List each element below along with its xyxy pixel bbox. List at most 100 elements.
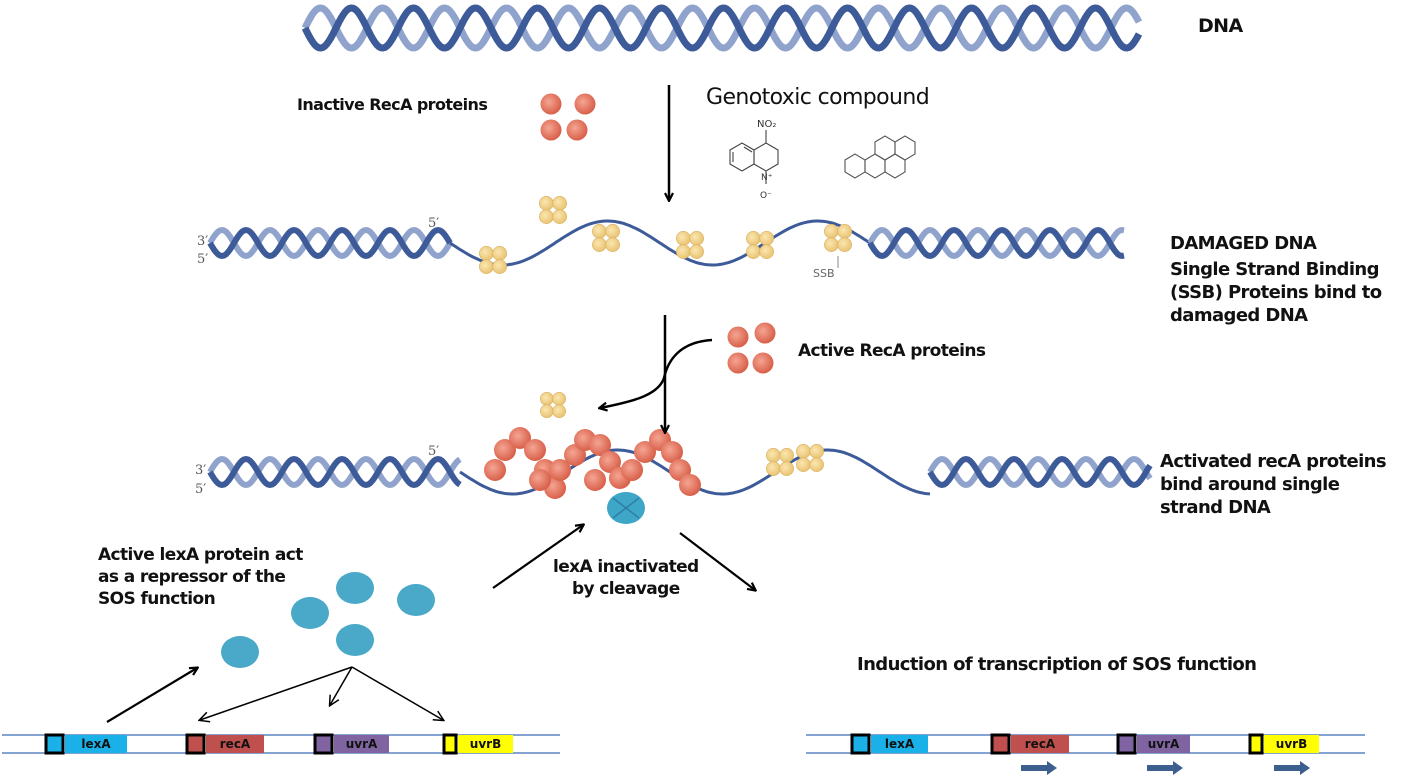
dna-label: DNA xyxy=(1198,15,1243,37)
reca-protein xyxy=(661,441,683,463)
reca-protein xyxy=(754,322,776,344)
reca-protein xyxy=(634,441,656,463)
gene-recA: recA xyxy=(185,733,264,755)
reca-protein xyxy=(599,451,621,473)
ssb-label: SSB xyxy=(813,267,835,280)
gene-lexA: lexA xyxy=(850,733,928,755)
damaged-dna-description: Single Strand Binding (SSB) Proteins bin… xyxy=(1170,259,1382,327)
lexa-protein xyxy=(291,597,329,629)
reca-protein xyxy=(727,326,749,348)
dna-strand-dark xyxy=(867,226,1125,260)
svg-text:NO₂: NO₂ xyxy=(757,119,776,130)
lexa-protein xyxy=(397,584,435,616)
gene-uvrB: uvrB xyxy=(1248,733,1319,775)
reca-bound-dna-strand xyxy=(207,427,1153,499)
reca-protein xyxy=(574,93,596,115)
arrow-lexa-to-cleavage xyxy=(492,525,583,589)
svg-text:5′: 5′ xyxy=(195,482,206,497)
transcription-arrow-icon xyxy=(1274,761,1310,775)
promoter-box xyxy=(185,733,206,755)
gene-lexA: lexA xyxy=(44,733,127,755)
reca-protein xyxy=(621,459,643,481)
svg-text:N⁺: N⁺ xyxy=(761,173,773,183)
dna-strand-dark xyxy=(207,455,462,489)
reca-protein xyxy=(509,427,531,449)
reca-protein xyxy=(679,474,701,496)
lexa-protein xyxy=(336,624,374,656)
dna-strand-light xyxy=(867,226,1125,260)
genotoxic-compound-label: Genotoxic compound xyxy=(706,85,930,110)
induction-label: Induction of transcription of SOS functi… xyxy=(857,654,1257,675)
reca-protein xyxy=(524,439,546,461)
inactive-reca-label: Inactive RecA proteins xyxy=(297,95,488,114)
reca-protein xyxy=(584,469,606,491)
lexa-cleavage-label: lexA inactivated by cleavage xyxy=(553,557,699,599)
released-ssb-cluster xyxy=(540,392,566,418)
promoter-box xyxy=(1116,733,1137,755)
arrow-repress-reca xyxy=(200,666,353,720)
promoter-box xyxy=(313,733,334,755)
lexa-protein xyxy=(221,636,259,668)
gene-box xyxy=(1011,735,1069,753)
active-reca-label: Active RecA proteins xyxy=(798,341,986,361)
transcription-arrow-icon xyxy=(1021,761,1057,775)
gene-box xyxy=(65,735,127,753)
gene-box xyxy=(1264,735,1319,753)
gene-label: uvrB xyxy=(470,737,501,751)
lexa-protein xyxy=(336,572,374,604)
gene-recA: recA xyxy=(990,733,1069,775)
gene-label: recA xyxy=(1025,737,1056,751)
dna-strand-dark xyxy=(927,455,1153,489)
gene-uvrB: uvrB xyxy=(442,733,513,755)
dna-strand-light xyxy=(301,4,1143,52)
lexa-protein-cluster xyxy=(221,572,435,668)
svg-text:5′: 5′ xyxy=(428,216,439,231)
gene-label: uvrB xyxy=(1276,737,1307,751)
gene-box xyxy=(334,735,389,753)
gene-label: recA xyxy=(220,737,251,751)
ssb-protein xyxy=(766,448,794,476)
dna-strand-light xyxy=(927,455,1153,489)
reca-protein xyxy=(494,439,516,461)
dna-strand-dark xyxy=(207,226,453,260)
svg-text:3′: 3′ xyxy=(195,463,206,478)
svg-text:3′: 3′ xyxy=(197,234,208,249)
ssb-protein xyxy=(540,392,566,418)
reca-protein xyxy=(589,434,611,456)
ssb-protein xyxy=(479,246,507,274)
reca-protein xyxy=(549,459,571,481)
gene-label: lexA xyxy=(885,737,915,751)
promoter-box xyxy=(44,733,65,755)
ssb-protein xyxy=(796,444,824,472)
active-reca-cluster xyxy=(727,322,776,374)
damaged-dna-title: DAMAGED DNA xyxy=(1170,233,1317,254)
reca-protein xyxy=(752,352,774,374)
reca-protein xyxy=(540,119,562,141)
genome-induced: lexA recA uvrA uvrB xyxy=(806,733,1365,775)
reca-protein xyxy=(529,469,551,491)
ssb-protein xyxy=(676,231,704,259)
ssb-protein xyxy=(746,231,774,259)
gene-box xyxy=(458,735,513,753)
reca-protein xyxy=(484,459,506,481)
gene-label: lexA xyxy=(81,737,111,751)
ssb-protein xyxy=(824,224,852,252)
promoter-box xyxy=(850,733,871,755)
gene-box xyxy=(1137,735,1190,753)
svg-text:O⁻: O⁻ xyxy=(760,191,772,201)
arrow-repress-uvrb xyxy=(351,666,443,720)
arrow-cleavage-to-induction xyxy=(679,532,755,590)
ssb-protein xyxy=(592,224,620,252)
transcription-arrow-icon xyxy=(1147,761,1183,775)
inactive-reca-cluster xyxy=(540,93,596,141)
promoter-box xyxy=(1248,733,1264,755)
reca-protein xyxy=(566,119,588,141)
damaged-dna-strand xyxy=(207,196,1125,274)
reca-protein xyxy=(540,93,562,115)
gene-uvrA: uvrA xyxy=(1116,733,1190,775)
gene-box xyxy=(871,735,928,753)
dna-strand-dark xyxy=(301,4,1143,52)
ssb-protein xyxy=(539,196,567,224)
dna-double-helix xyxy=(301,4,1143,52)
